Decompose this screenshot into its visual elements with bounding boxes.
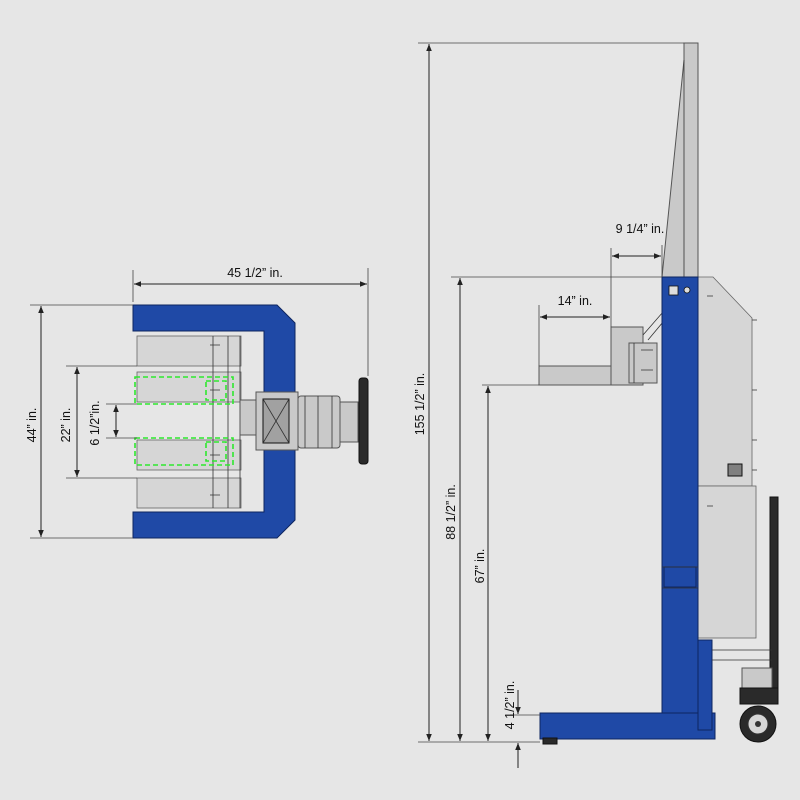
side-housing <box>697 276 753 487</box>
side-base-leg <box>539 712 716 740</box>
plan-inner-span-label: 22” in. <box>59 408 73 443</box>
side-handle <box>769 496 779 691</box>
plan-coupling <box>339 401 359 443</box>
plan-view: 45 1/2” in. 44” in. 22” in. 6 1/2”in. <box>25 266 369 539</box>
side-offset-label: 9 1/4” in. <box>616 222 665 236</box>
plan-depth-label: 44” in. <box>25 408 39 443</box>
side-base-plate <box>542 737 558 745</box>
side-mast <box>661 42 699 278</box>
plan-rail-bottom <box>136 477 242 509</box>
side-carriage-height-label: 88 1/2” in. <box>444 484 458 540</box>
plan-pad-gap-label: 6 1/2”in. <box>88 400 102 445</box>
side-fork-length-label: 14” in. <box>558 294 593 308</box>
plan-gearbox <box>297 395 341 449</box>
side-view: 155 1/2” in. 88 1/2” in. 67” in. 4 1/2” … <box>413 42 779 768</box>
plan-rail-top <box>136 335 242 367</box>
side-total-height-label: 155 1/2” in. <box>413 373 427 436</box>
side-fork-max-height-label: 67” in. <box>473 549 487 584</box>
side-control-label <box>727 463 743 477</box>
side-fork-min-height-label: 4 1/2” in. <box>503 681 517 730</box>
plan-fork-highlight <box>134 376 234 466</box>
plan-width-label: 45 1/2” in. <box>227 266 283 280</box>
plan-handwheel <box>358 377 369 465</box>
side-lower-housing <box>697 485 757 639</box>
side-column <box>661 276 699 731</box>
